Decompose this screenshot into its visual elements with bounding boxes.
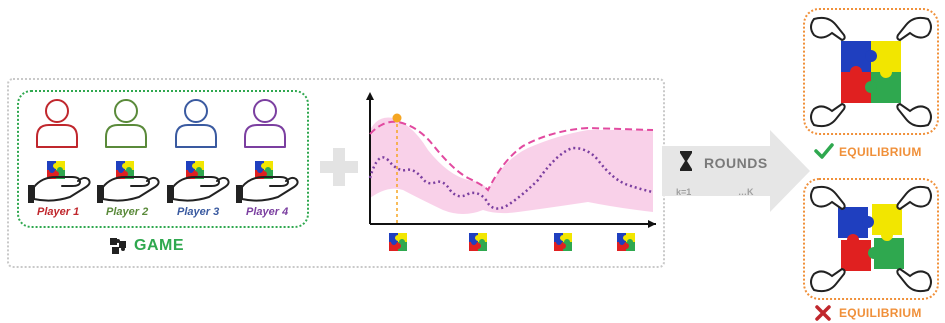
player-1-label: Player 1: [37, 206, 80, 218]
player-2-label: Player 2: [106, 206, 149, 218]
puzzle-icon: [554, 233, 572, 251]
puzzle-pieces-icon: [110, 238, 126, 254]
equilibrium-success-label: EQUILIBRIUM: [839, 145, 922, 159]
player-3-label: Player 3: [177, 206, 220, 218]
equilibrium-failure-label: EQUILIBRIUM: [839, 306, 922, 320]
selected-point: [392, 113, 402, 123]
upper-curve: [369, 120, 654, 192]
k-end-label: …K: [738, 187, 754, 197]
puzzle-icon: [617, 233, 635, 251]
lower-curve: [368, 146, 654, 210]
puzzle-icon: [469, 233, 487, 251]
plus-icon: [320, 148, 358, 186]
k-start-label: k=1: [676, 187, 692, 197]
trajectory-plot: [366, 92, 656, 251]
game-frame: [17, 90, 309, 228]
game-label: GAME: [134, 237, 184, 254]
unsolved-puzzle-graphic: [810, 185, 932, 293]
players-graphic: [27, 99, 299, 204]
solved-puzzle-graphic: [810, 16, 932, 128]
confidence-band: [370, 117, 653, 214]
rounds-arrow: [662, 130, 810, 212]
player-4-label: Player 4: [246, 206, 289, 218]
puzzle-icon: [389, 233, 407, 251]
equilibrium-failure-box: [803, 178, 939, 300]
equilibrium-success-box: [803, 8, 939, 135]
hourglass-icon: [680, 151, 692, 171]
cross-icon: [815, 305, 831, 321]
rounds-label: ROUNDS: [704, 155, 768, 171]
check-icon: [814, 143, 834, 159]
